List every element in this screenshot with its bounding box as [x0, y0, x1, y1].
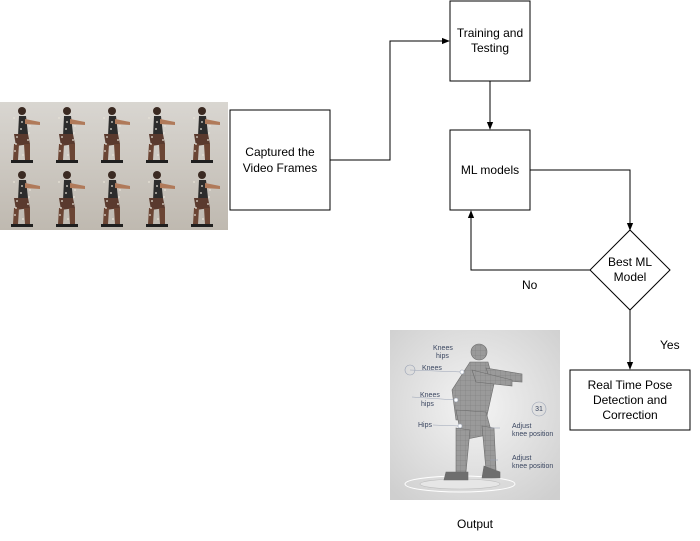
ann-knee-position-1: knee position	[512, 431, 553, 438]
ann-hips-top: hips	[436, 353, 449, 360]
squat-frame	[101, 107, 130, 163]
edge-ml-to-best	[530, 169, 634, 231]
output-pose-image: Knees hips Knees Knees hips Hips Adjust …	[390, 330, 560, 500]
squat-frame	[11, 107, 40, 163]
captured-line-1: Captured the	[245, 145, 315, 159]
realtime-line-2: Detection and	[593, 393, 667, 407]
realtime-pose-node: Real Time Pose Detection and Correction	[569, 369, 691, 431]
mannequin-figure	[443, 343, 523, 481]
squat-figures	[11, 107, 220, 227]
output-label: Output	[457, 517, 494, 531]
training-line-2: Testing	[471, 41, 509, 55]
ann-knees-mid: Knees	[422, 365, 442, 372]
edge-label-yes: Yes	[660, 338, 680, 352]
squat-frame	[146, 107, 175, 163]
ml-models-node: ML models	[449, 129, 531, 211]
ann-hips-low: hips	[421, 401, 434, 408]
realtime-line-1: Real Time Pose	[588, 378, 673, 392]
squat-frame	[191, 171, 220, 227]
best-ml-model-decision: Best ML Model	[589, 229, 671, 311]
squat-frame	[146, 171, 175, 227]
ann-hips-side: Hips	[418, 422, 433, 429]
squat-frame	[56, 107, 85, 163]
squat-frame	[101, 171, 130, 227]
ann-knees-top: Knees	[433, 345, 453, 352]
squat-frame	[56, 171, 85, 227]
edge-best-no-to-ml	[467, 210, 590, 271]
captured-frames-node: Captured the Video Frames	[229, 109, 331, 211]
edge-label-no: No	[522, 278, 538, 292]
ml-models-label: ML models	[461, 163, 519, 177]
realtime-line-3: Correction	[602, 408, 657, 422]
squat-frame	[191, 107, 220, 163]
captured-line-2: Video Frames	[243, 161, 317, 175]
training-line-1: Training and	[457, 26, 523, 40]
training-testing-node: Training and Testing	[449, 0, 531, 82]
ann-knees-low: Knees	[420, 392, 440, 399]
best-line-1: Best ML	[608, 255, 652, 269]
pose-annotation-lines	[404, 364, 547, 461]
ann-adjust-2: Adjust	[512, 455, 532, 462]
edges	[330, 37, 634, 370]
squat-frame	[11, 171, 40, 227]
best-line-2: Model	[614, 270, 647, 284]
ann-angle-readout: 31	[535, 406, 543, 413]
ann-adjust-1: Adjust	[512, 423, 532, 430]
edge-captured-to-training	[330, 37, 450, 161]
ann-knee-position-2: knee position	[512, 463, 553, 470]
video-frames-image	[0, 102, 228, 230]
